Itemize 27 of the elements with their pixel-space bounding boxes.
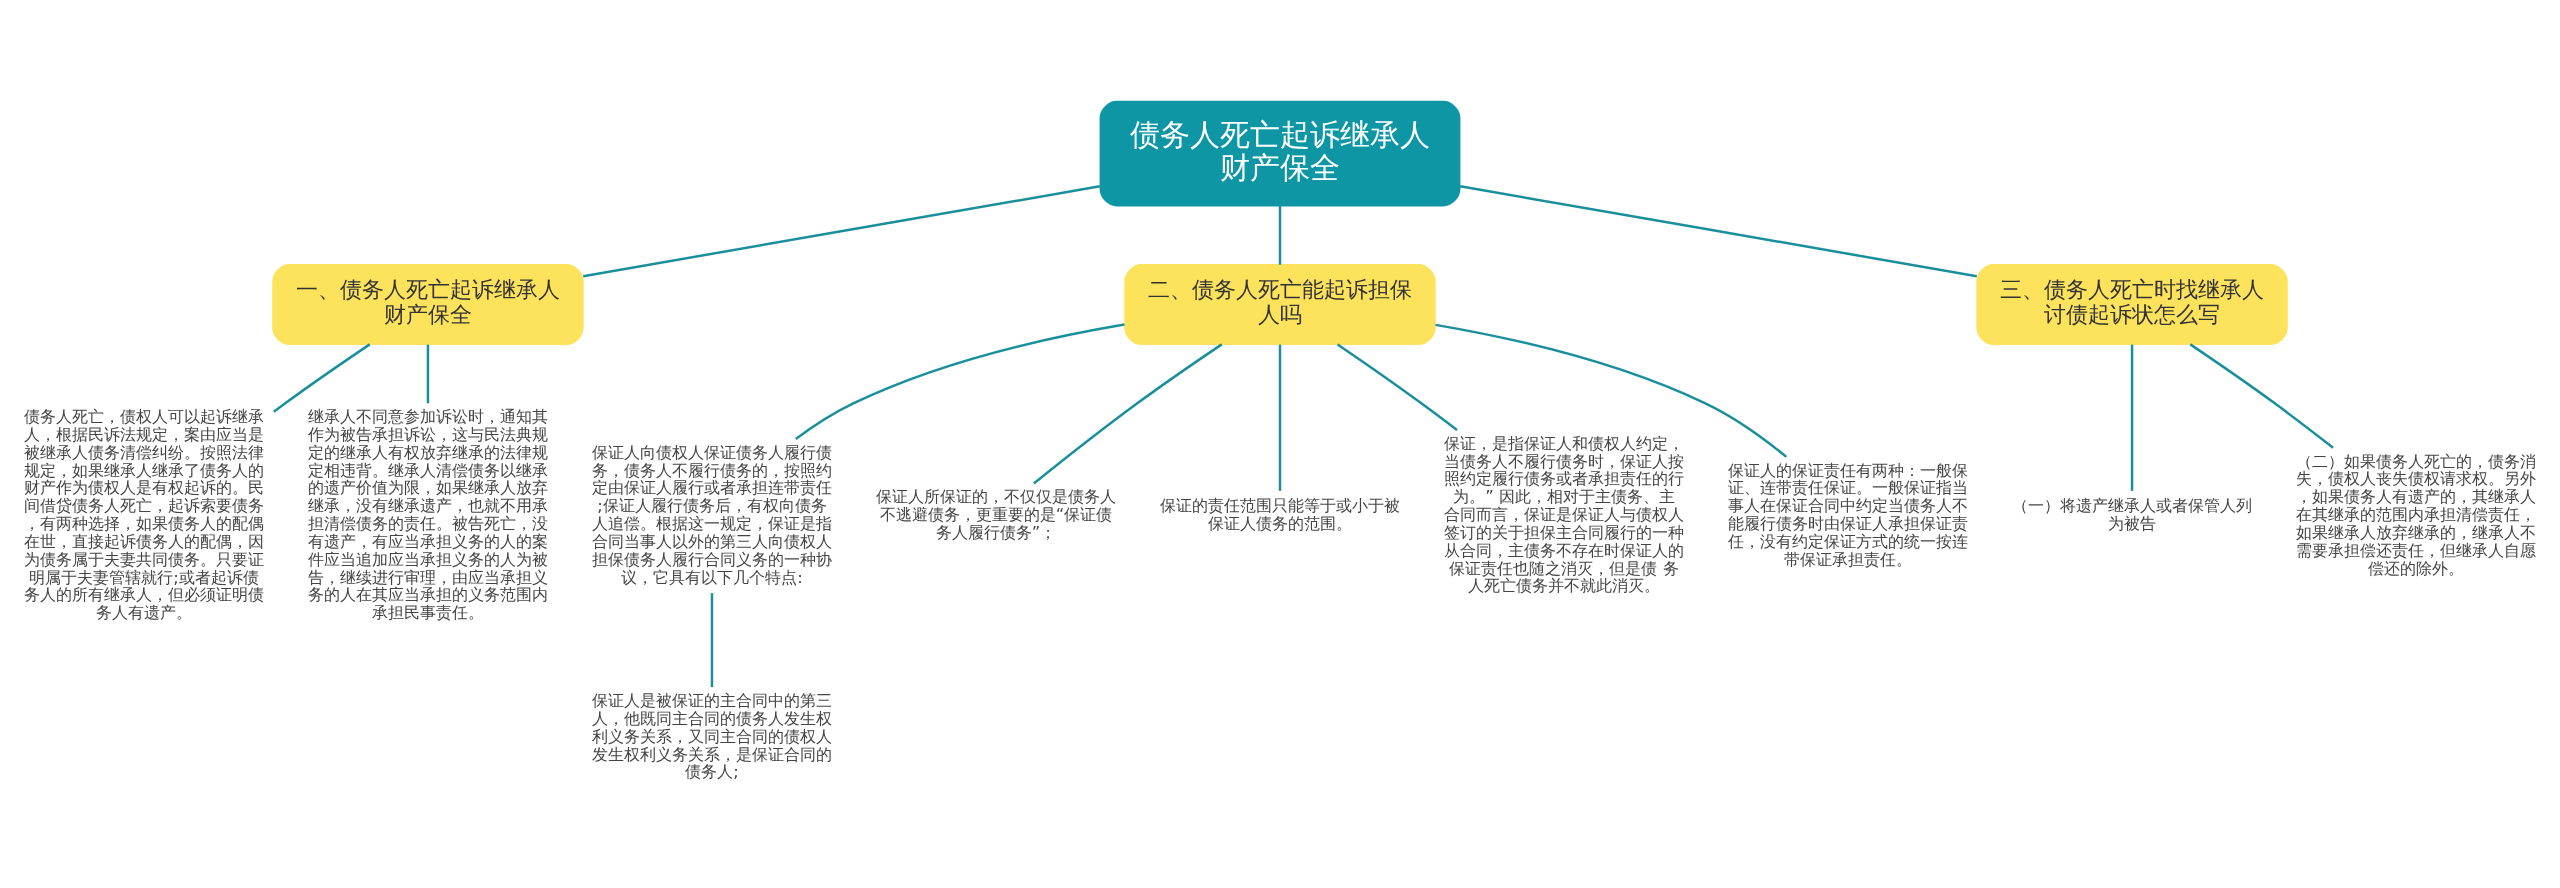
connector <box>1336 343 1458 431</box>
connector <box>2189 342 2334 449</box>
node-text: 继承人不同意参加诉讼时，通知其作为被告承担诉讼，这与民法典规定的继承人有权放弃继承的法律规定相违背。继承人清偿债务以继承的遗产价值为限，如果继承人放弃继承，没有继承遗产，也就不用承担清偿债务的责任。被告死亡，没有遗产，有应当承担义务的人的案件应当追加应当承担义务的人为被告，继续进行审理，由应当承担义务的人在其应当承担的义务范围内承担民事责任。 <box>307 406 548 622</box>
connector <box>710 592 714 687</box>
connector <box>273 342 371 413</box>
node-text: 保证，是指保证人和债权人约定，当债务人不履行债务时，保证人按照约定履行债务或者承担责任的行为。” 因此，相对于主债务、主合同而言，保证是保证人与债权人签订的关于担保主合同履行的一种从合同，主债务不存在时保证人的保证责任也随之消灭，但是债 务人死亡债务并不就此消灭。 <box>1444 433 1685 595</box>
connector <box>583 184 1101 277</box>
node-text: 保证的责任范围只能等于或小于被保证人债务的范围。 <box>1160 495 1400 533</box>
node-text: 保证人向债权人保证债务人履行债务，债务人不履行债务的，按照约定由保证人履行或者承担连带责任;保证人履行债务后，有权向债务人追偿。根据这一规定，保证是指合同当事人以外的第三人向债权人担保债务人履行合同义务的一种协议，它具有以下几个特点: <box>591 442 832 587</box>
connector <box>1459 184 1977 277</box>
node-text: 保证人的保证责任有两种：一般保证、连带责任保证。一般保证指当事人在保证合同中约定当债务人不能履行债务时由保证人承担保证责任，没有约定保证方式的统一按连带保证承担责任。 <box>1728 460 1969 569</box>
node-box: 一、债务人死亡起诉继承人财产保全 <box>272 263 584 345</box>
node-box: 债务人死亡起诉继承人财产保全 <box>1099 100 1461 206</box>
node-text: （二）如果债务人死亡的，债务消失，债权人丧失债权请求权。另外，如果债务人有遗产的，其继承人在其继承的范围内承担清偿责任，如果继承人放弃继承的，继承人不需要承担偿还责任，但继承人自愿偿还的除外。 <box>2296 451 2537 578</box>
node-box: 二、债务人死亡能起诉担保人吗 <box>1124 263 1436 345</box>
connector <box>795 322 1125 440</box>
connector <box>1278 205 1282 265</box>
node-text: 债务人死亡，债权人可以起诉继承人，根据民诉法规定，案由应当是被继承人债务清偿纠纷。按照法律规定，如果继承人继承了债务人的财产作为债权人是有权起诉的。民间借贷债务人死亡，起诉索要债务，有两种选择，如果债务人的配偶在世，直接起诉债务人的配偶，因为债务属于夫妻共同债务。只要证明属于夫妻管辖就行;或者起诉债务人的所有继承人，但必须证明债务人有遗产。 <box>23 406 264 622</box>
connector <box>1435 323 1788 458</box>
node-text: 保证人是被保证的主合同中的第三人，他既同主合同的债务人发生权利义务关系，又同主合同的债权人发生权利义务关系，是保证合同的债务人; <box>591 690 832 781</box>
connector <box>2130 344 2134 491</box>
node-text: （一）将遗产继承人或者保管人列为被告 <box>2012 495 2253 533</box>
connector <box>1278 344 1282 491</box>
connector <box>1033 342 1223 485</box>
node-box: 三、债务人死亡时找继承人讨债起诉状怎么写 <box>1976 263 2288 345</box>
node-text: 保证人所保证的，不仅仅是债务人不逃避债务，更重要的是“保证债务人履行债务”； <box>875 486 1116 542</box>
connector <box>426 344 430 403</box>
